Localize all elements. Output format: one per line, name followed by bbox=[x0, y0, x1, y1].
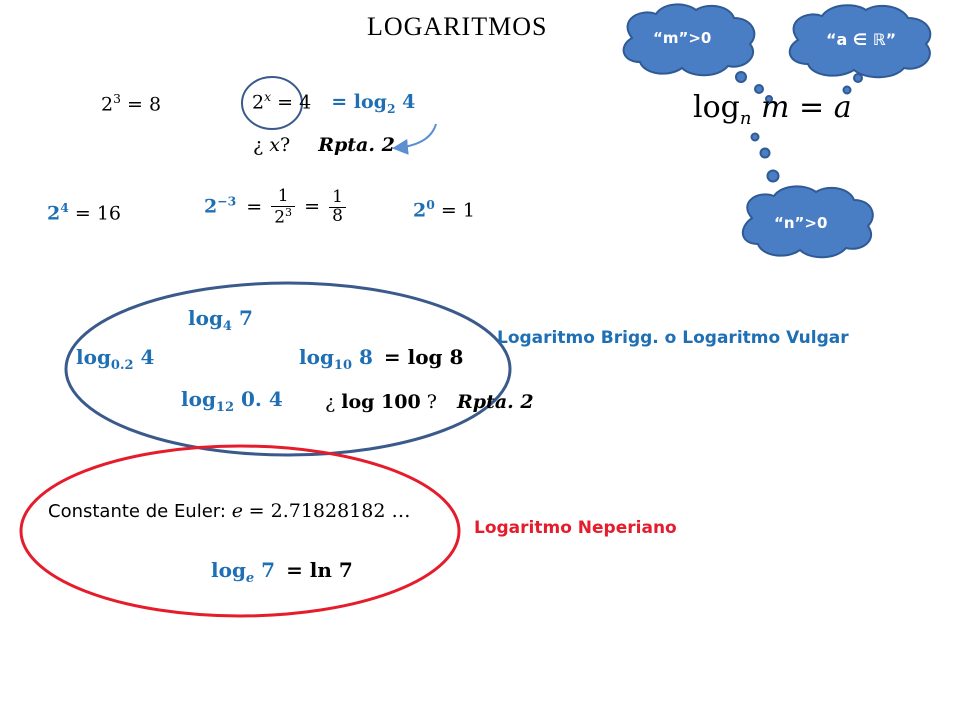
page-title: LOGARITMOS bbox=[367, 12, 548, 41]
log-4-7: log4 7 bbox=[188, 306, 253, 334]
brigg-label: Logaritmo Brigg. o Logaritmo Vulgar bbox=[497, 328, 849, 348]
log-10-8: log10 8 = log 8 bbox=[299, 345, 463, 373]
highlight-circle bbox=[241, 76, 303, 130]
log-02-4: log0.2 4 bbox=[76, 345, 154, 373]
eq1-exp: 3 bbox=[113, 92, 121, 106]
cloud-n-text: “n”>0 bbox=[774, 214, 828, 232]
equation-2-pow-4: 24 = 16 bbox=[47, 200, 121, 224]
ln-rhs: = ln 7 bbox=[286, 558, 353, 582]
thought-dots bbox=[735, 71, 863, 183]
log100-answer: Rpta. 2 bbox=[456, 391, 534, 413]
eq3-rhs: = 16 bbox=[74, 202, 122, 225]
ln-log-word: log bbox=[211, 558, 246, 582]
cloud-a-shape bbox=[788, 4, 932, 79]
definition-arg: m bbox=[761, 90, 790, 125]
question-var: x bbox=[269, 134, 280, 156]
eq4-eq2: = bbox=[304, 195, 321, 218]
eq2-log-arg: 4 bbox=[402, 91, 416, 114]
cloud-n-shape bbox=[742, 185, 874, 259]
eq2-log-word: = log bbox=[331, 91, 387, 114]
cloud-a-text: “a ∈ ℝ” bbox=[826, 30, 897, 49]
fraction1-den-base: 2 bbox=[274, 207, 286, 228]
eq1-base: 2 bbox=[101, 93, 114, 116]
cloud-m-shape bbox=[622, 3, 756, 77]
eq2-log: = log2 4 bbox=[331, 91, 416, 117]
eq3-base: 2 bbox=[47, 202, 61, 225]
log02-arg: 4 bbox=[140, 345, 155, 369]
log02-base: 0.2 bbox=[110, 358, 134, 373]
euler-constant: Constante de Euler: e = 2.71828182 … bbox=[48, 500, 411, 522]
eq5-exp: 0 bbox=[426, 197, 435, 212]
question-answer: Rpta. 2 bbox=[318, 134, 395, 156]
eq4-exp: −3 bbox=[217, 193, 237, 209]
log10-rhs: = log 8 bbox=[383, 345, 464, 369]
euler-var: e bbox=[231, 500, 243, 522]
eq3-exp: 4 bbox=[60, 200, 69, 215]
eq4-base: 2 bbox=[204, 195, 218, 218]
brigg-ellipse bbox=[64, 281, 512, 457]
fraction2-num: 1 bbox=[332, 187, 343, 208]
question-open: ¿ bbox=[253, 134, 264, 156]
cloud-m-text: “m”>0 bbox=[653, 29, 712, 47]
log4-base: 4 bbox=[222, 319, 232, 334]
equation-2-pow-x: 2x = 4 = log2 4 bbox=[252, 90, 415, 116]
eq2-rhs: = 4 bbox=[277, 91, 312, 114]
log10-base: 10 bbox=[333, 358, 353, 373]
log100-expr: log 100 bbox=[341, 391, 421, 413]
fraction-1-over-8: 1 8 bbox=[329, 187, 346, 226]
definition-rhs: = a bbox=[799, 90, 852, 125]
equation-2-pow-neg3: 2−3 = 1 23 = 1 8 bbox=[204, 186, 349, 228]
neper-ellipse bbox=[19, 444, 461, 618]
fraction2-den: 8 bbox=[329, 207, 346, 226]
euler-value: = 2.71828182 … bbox=[248, 500, 411, 522]
log100-open: ¿ bbox=[325, 391, 336, 413]
fraction1-num: 1 bbox=[277, 186, 289, 206]
question-close: ? bbox=[279, 134, 291, 156]
fraction1-den: 23 bbox=[271, 205, 296, 228]
question-x: ¿ x? Rpta. 2 bbox=[253, 134, 395, 156]
euler-label: Constante de Euler: bbox=[48, 501, 226, 522]
eq5-base: 2 bbox=[413, 199, 427, 222]
log4-word: log bbox=[188, 306, 223, 330]
eq2-base: 2 bbox=[252, 91, 265, 114]
log100-close: ? bbox=[426, 391, 437, 413]
log12-word: log bbox=[181, 387, 216, 411]
fraction1-den-exp: 3 bbox=[285, 205, 293, 219]
eq2-exp: x bbox=[264, 90, 272, 104]
log-12-04: log12 0. 4 bbox=[181, 387, 283, 415]
log12-arg: 0. 4 bbox=[240, 387, 283, 411]
log10-arg: 8 bbox=[358, 345, 373, 369]
log-e-7: loge 7 = ln 7 bbox=[211, 558, 353, 586]
definition-log: log bbox=[693, 90, 740, 125]
ln-log-arg: 7 bbox=[261, 558, 276, 582]
hint-arrow bbox=[392, 123, 437, 155]
equation-2-pow-0: 20 = 1 bbox=[413, 197, 475, 221]
log10-word: log bbox=[299, 345, 334, 369]
log12-base: 12 bbox=[215, 400, 235, 415]
question-log100: ¿ log 100 ? Rpta. 2 bbox=[325, 391, 534, 413]
definition-base: n bbox=[739, 108, 752, 129]
eq5-rhs: = 1 bbox=[440, 199, 475, 222]
log-definition: logn m = a bbox=[693, 90, 852, 129]
log02-word: log bbox=[76, 345, 111, 369]
equation-2-cubed: 23 = 8 bbox=[101, 92, 161, 115]
fraction-1-over-2-cubed: 1 23 bbox=[271, 186, 296, 228]
eq2-log-base: 2 bbox=[386, 101, 396, 117]
log4-arg: 7 bbox=[238, 306, 253, 330]
neper-label: Logaritmo Neperiano bbox=[474, 518, 677, 538]
eq1-rhs: = 8 bbox=[127, 93, 162, 116]
eq4-eq1: = bbox=[246, 195, 263, 218]
ln-log-base: e bbox=[245, 571, 255, 586]
